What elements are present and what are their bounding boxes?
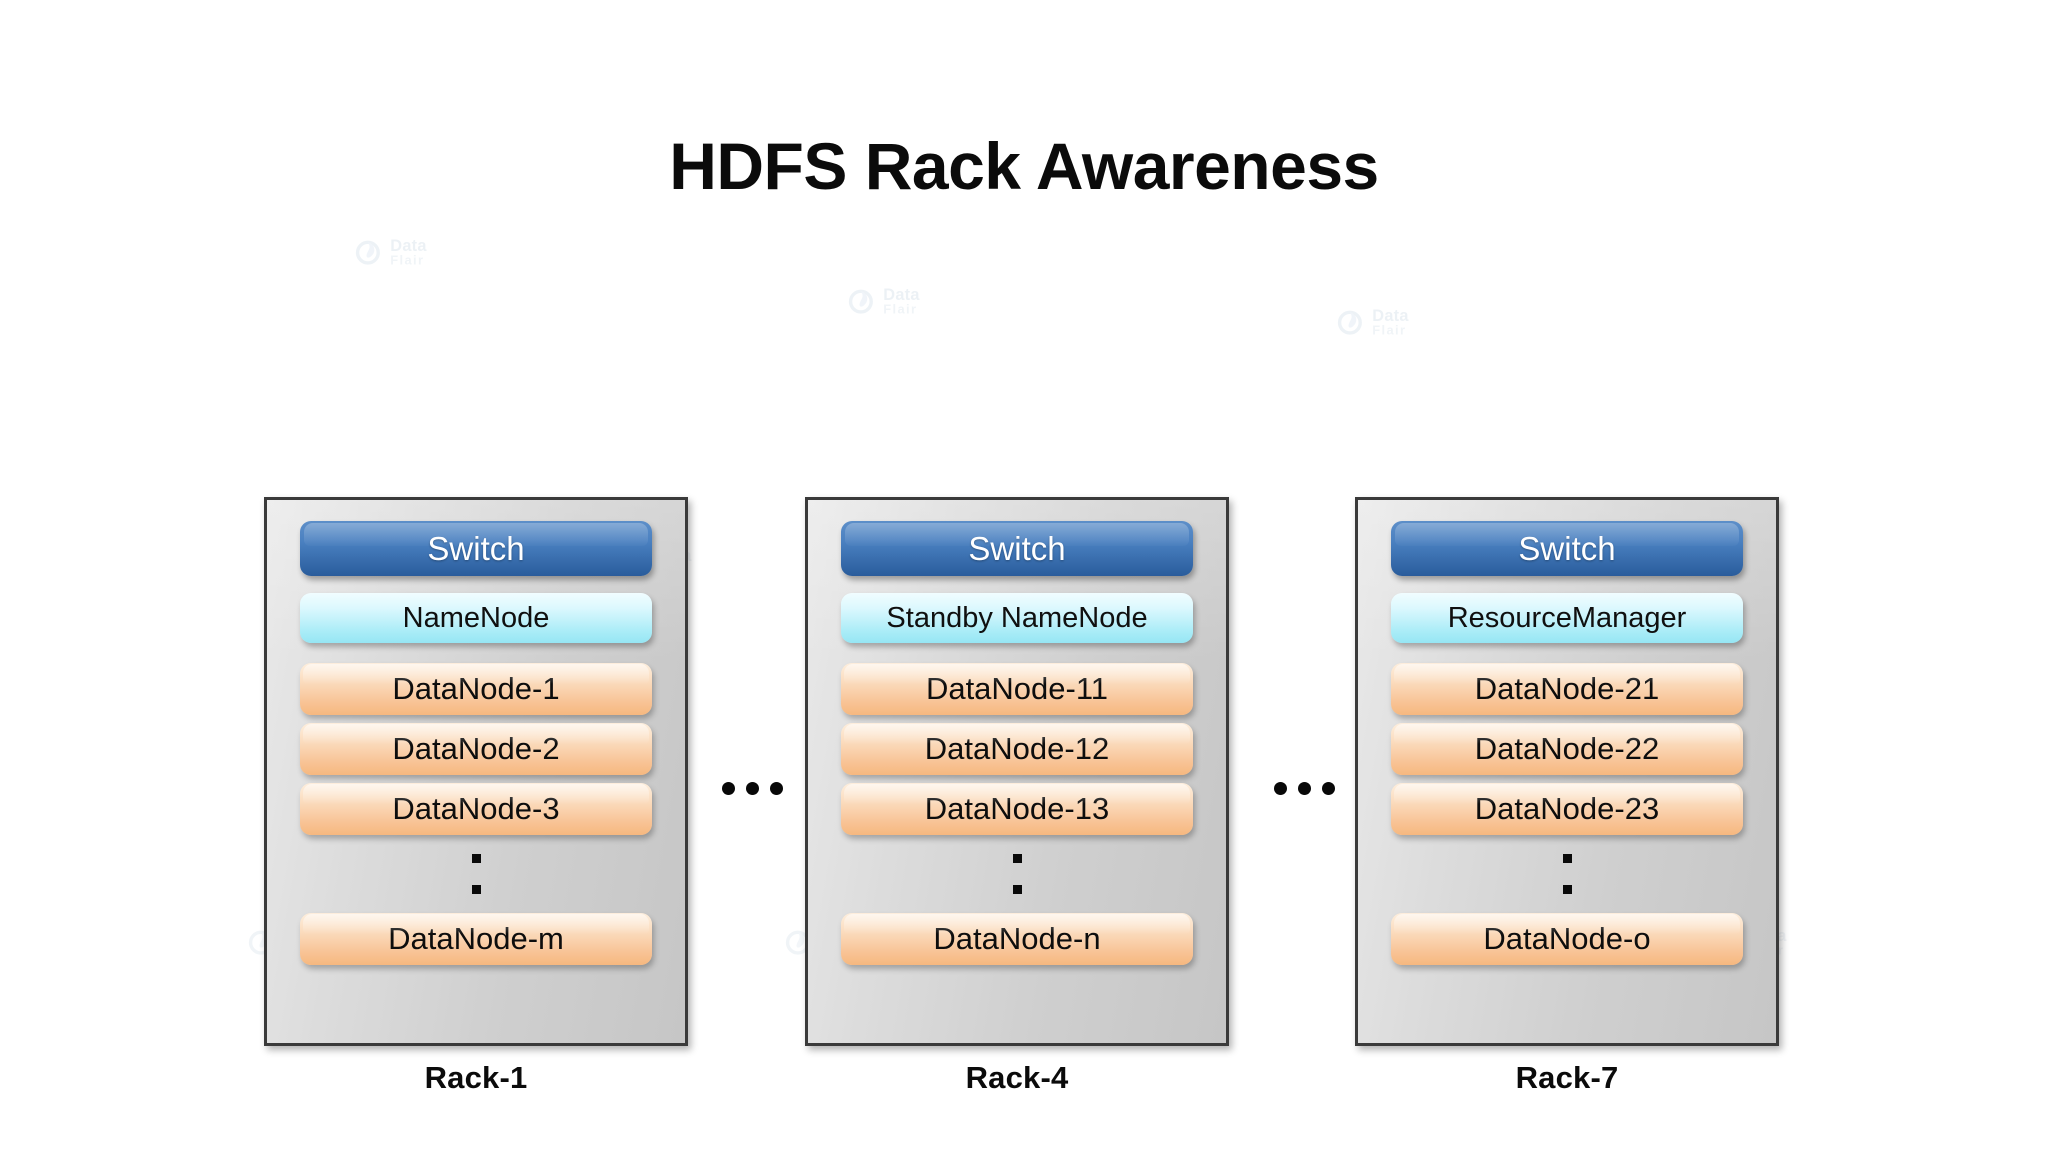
switch-label: Switch	[1518, 529, 1616, 567]
datanode-item[interactable]: DataNode-11	[841, 663, 1193, 715]
dot	[770, 782, 783, 795]
datanode-item[interactable]: DataNode-2	[300, 723, 652, 775]
master-node-label: Standby NameNode	[886, 601, 1148, 634]
dot	[1298, 782, 1311, 795]
page-title: HDFS Rack Awareness	[669, 129, 1379, 203]
master-node[interactable]: ResourceManager	[1391, 593, 1743, 643]
horizontal-ellipsis	[1274, 782, 1335, 795]
datanode-label: DataNode-2	[392, 731, 560, 766]
rack-group-2: Switch Standby NameNode DataNode-11 Data…	[805, 497, 1229, 1096]
dot	[1562, 854, 1572, 863]
datanode-item-last[interactable]: DataNode-m	[300, 913, 652, 965]
switch-node[interactable]: Switch	[1391, 521, 1743, 576]
datanode-item-last[interactable]: DataNode-n	[841, 913, 1193, 965]
datanode-label: DataNode-21	[1474, 671, 1660, 706]
datanode-item[interactable]: DataNode-12	[841, 723, 1193, 775]
switch-label: Switch	[427, 529, 525, 567]
rack-panel-2: Switch Standby NameNode DataNode-11 Data…	[805, 497, 1229, 1046]
dot	[746, 782, 759, 795]
datanode-label: DataNode-23	[1474, 791, 1660, 826]
vertical-ellipsis	[1562, 835, 1572, 913]
rack-panel-3: Switch ResourceManager DataNode-21 DataN…	[1355, 497, 1779, 1046]
rack-panel-1: Switch NameNode DataNode-1 DataNode-2 Da…	[264, 497, 688, 1046]
datanode-item[interactable]: DataNode-22	[1391, 723, 1743, 775]
rack-caption: Rack-7	[1515, 1060, 1619, 1095]
datanode-label: DataNode-o	[1483, 921, 1651, 956]
vertical-ellipsis	[1012, 835, 1022, 913]
switch-label: Switch	[968, 529, 1066, 567]
datanode-label: DataNode-3	[392, 791, 560, 826]
datanode-item-last[interactable]: DataNode-o	[1391, 913, 1743, 965]
vertical-ellipsis	[471, 835, 481, 913]
dot	[1012, 854, 1022, 863]
master-node[interactable]: NameNode	[300, 593, 652, 643]
dot	[471, 885, 481, 894]
dot	[1274, 782, 1287, 795]
dot	[1012, 885, 1022, 894]
datanode-item[interactable]: DataNode-1	[300, 663, 652, 715]
datanode-label: DataNode-12	[924, 731, 1110, 766]
dot	[1562, 885, 1572, 894]
rack-caption: Rack-4	[965, 1060, 1069, 1095]
switch-node[interactable]: Switch	[300, 521, 652, 576]
datanode-item[interactable]: DataNode-23	[1391, 783, 1743, 835]
datanode-item[interactable]: DataNode-13	[841, 783, 1193, 835]
rack-group-1: Switch NameNode DataNode-1 DataNode-2 Da…	[264, 497, 688, 1096]
datanode-label: DataNode-11	[925, 671, 1109, 706]
dot	[722, 782, 735, 795]
datanode-label: DataNode-m	[388, 921, 564, 956]
datanode-label: DataNode-13	[924, 791, 1110, 826]
datanode-item[interactable]: DataNode-3	[300, 783, 652, 835]
datanode-label: DataNode-1	[392, 671, 560, 706]
dot	[471, 854, 481, 863]
horizontal-ellipsis	[722, 782, 783, 795]
datanode-label: DataNode-22	[1474, 731, 1660, 766]
switch-node[interactable]: Switch	[841, 521, 1193, 576]
master-node[interactable]: Standby NameNode	[841, 593, 1193, 643]
rack-caption: Rack-1	[424, 1060, 528, 1095]
datanode-label: DataNode-n	[933, 921, 1101, 956]
datanode-item[interactable]: DataNode-21	[1391, 663, 1743, 715]
dot	[1322, 782, 1335, 795]
rack-group-3: Switch ResourceManager DataNode-21 DataN…	[1355, 497, 1779, 1096]
master-node-label: NameNode	[402, 601, 550, 634]
master-node-label: ResourceManager	[1447, 601, 1687, 634]
